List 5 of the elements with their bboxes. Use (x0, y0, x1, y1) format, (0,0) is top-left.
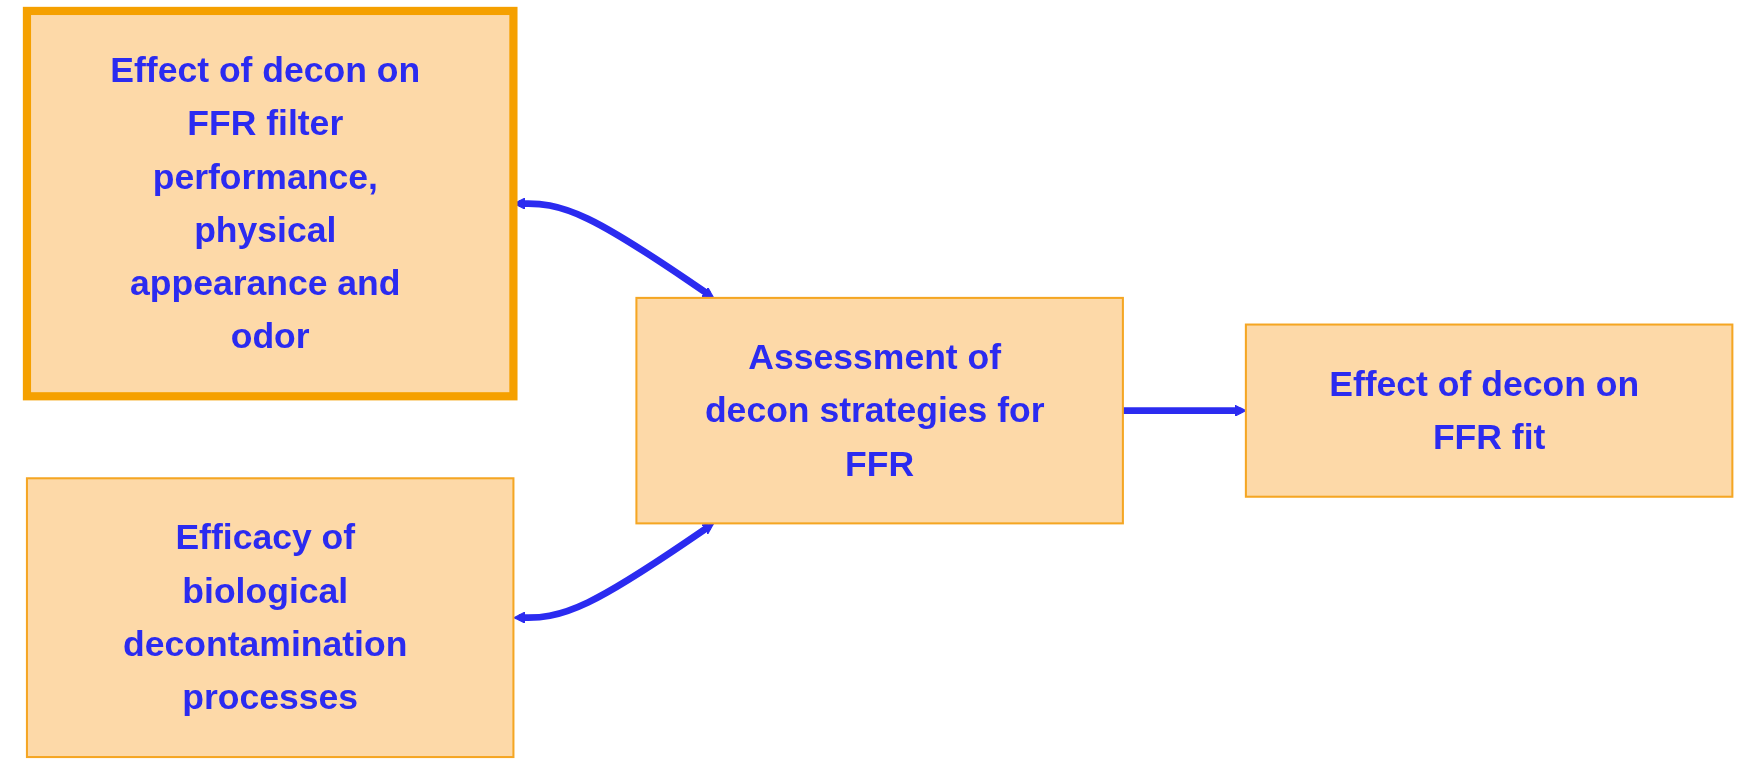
node-box: Efficacy of biological decontamination processes (26, 477, 515, 759)
node-box: Assessment of decon strategies for FFR (635, 296, 1125, 525)
arrow (1123, 404, 1247, 417)
node-box: Effect of decon on FFR fit (1245, 323, 1734, 498)
node-box: Effect of decon on FFR filter performance, physical appearance and odor (23, 6, 518, 401)
